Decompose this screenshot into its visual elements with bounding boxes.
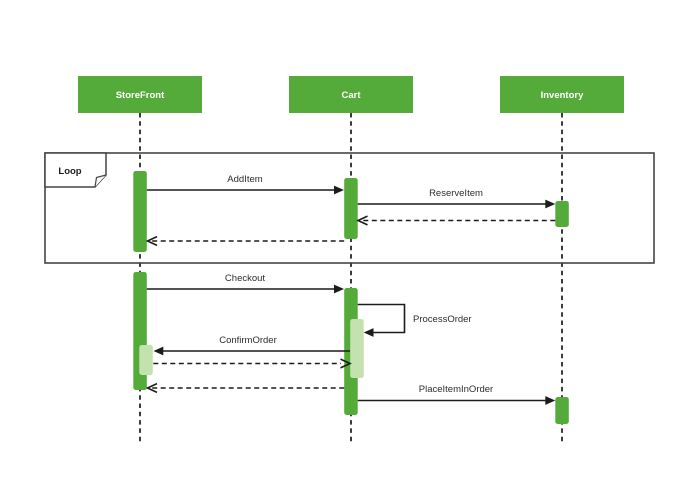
loop-fragment-label: Loop [58, 166, 81, 177]
activation-cart-nested[interactable] [350, 319, 364, 378]
message-processorder-label: ProcessOrder [413, 314, 472, 325]
arrowhead-icon [153, 346, 164, 356]
message-additem[interactable]: AddItem [146, 174, 344, 195]
actor-cart[interactable]: Cart [289, 76, 413, 113]
actor-inventory-label: Inventory [541, 90, 584, 101]
return-reserveitem[interactable] [356, 215, 556, 226]
return-additem[interactable] [145, 235, 345, 247]
activation-inventory-loop[interactable] [555, 201, 569, 227]
message-additem-label: AddItem [227, 174, 262, 185]
message-reserveitem[interactable]: ReserveItem [357, 188, 556, 209]
message-checkout-label: Checkout [225, 273, 265, 284]
activation-cart-loop[interactable] [344, 178, 358, 239]
open-arrowhead-icon [356, 215, 368, 226]
message-confirmorder[interactable]: ConfirmOrder [153, 335, 351, 356]
message-placeiteminorder-label: PlaceItemInOrder [419, 384, 493, 395]
activation-storefront-loop[interactable] [133, 171, 147, 252]
message-checkout[interactable]: Checkout [146, 273, 344, 294]
actor-cart-label: Cart [341, 90, 361, 101]
open-arrowhead-icon [145, 235, 158, 247]
arrowhead-icon [363, 328, 374, 337]
arrowhead-icon [334, 185, 344, 195]
arrowhead-icon [545, 199, 556, 209]
actor-inventory[interactable]: Inventory [500, 76, 624, 113]
arrowhead-icon [545, 396, 556, 405]
message-confirmorder-label: ConfirmOrder [219, 335, 277, 346]
activation-inventory-bottom[interactable] [555, 397, 569, 424]
actor-storefront-label: StoreFront [116, 90, 165, 101]
reply-confirmorder[interactable] [153, 358, 352, 369]
open-arrowhead-icon [145, 382, 158, 394]
loop-fragment[interactable]: Loop [44, 152, 655, 264]
message-processorder[interactable]: ProcessOrder [357, 303, 472, 337]
message-reserveitem-label: ReserveItem [429, 188, 483, 199]
actor-storefront[interactable]: StoreFront [78, 76, 202, 113]
open-arrowhead-icon [340, 358, 352, 369]
return-checkout[interactable] [145, 382, 345, 394]
message-placeiteminorder[interactable]: PlaceItemInOrder [357, 384, 556, 405]
arrowhead-icon [334, 284, 344, 294]
activation-storefront-nested[interactable] [139, 345, 153, 375]
